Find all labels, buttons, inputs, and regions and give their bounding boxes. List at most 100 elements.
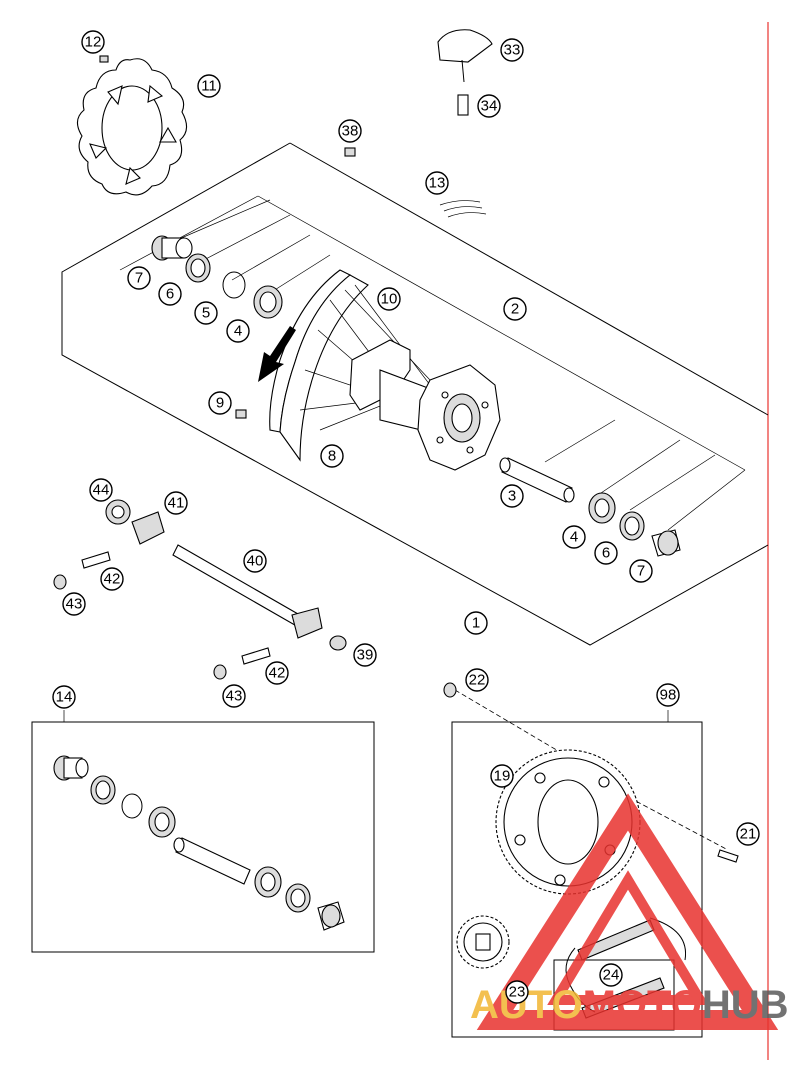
- svg-text:12: 12: [85, 34, 102, 51]
- svg-text:6: 6: [602, 545, 610, 562]
- svg-text:6: 6: [166, 286, 174, 303]
- callout-4-left: 4: [226, 319, 250, 343]
- svg-text:2: 2: [511, 301, 519, 318]
- callout-11: 11: [197, 74, 221, 98]
- callout-6-right: 6: [594, 541, 618, 565]
- axle-nut: [105, 499, 131, 525]
- callout-9: 9: [208, 391, 232, 415]
- watermark-text: AUTOMOTOHUB: [470, 983, 789, 1027]
- spoke-nipples: [439, 200, 487, 218]
- callout-6-left: 6: [158, 282, 182, 306]
- svg-text:7: 7: [637, 563, 645, 580]
- stand-pin: [457, 94, 469, 116]
- callout-38: 38: [338, 119, 362, 143]
- wheel-axle: [172, 544, 323, 639]
- hub-distance-tube: [499, 457, 575, 503]
- callout-10: 10: [377, 287, 401, 311]
- callout-3: 3: [500, 484, 524, 508]
- spoke-nipple-small: [235, 409, 247, 419]
- svg-text:38: 38: [342, 123, 359, 140]
- callout-7-right: 7: [629, 559, 653, 583]
- callout-2: 2: [503, 297, 527, 321]
- brake-disc: [76, 58, 188, 196]
- svg-text:10: 10: [381, 291, 398, 308]
- lock-nut-upper: [53, 574, 67, 590]
- callout-19: 19: [490, 764, 514, 788]
- svg-text:23: 23: [509, 984, 526, 1001]
- svg-text:42: 42: [104, 571, 121, 588]
- callout-42-lower: 42: [265, 661, 289, 685]
- callout-23: 23: [505, 980, 529, 1004]
- svg-text:41: 41: [168, 495, 185, 512]
- disc-screw: [99, 55, 109, 63]
- callout-13: 13: [425, 171, 449, 195]
- callout-41: 41: [164, 491, 188, 515]
- seal-right: [619, 511, 645, 541]
- callout-39: 39: [353, 643, 377, 667]
- svg-text:43: 43: [226, 688, 243, 705]
- wheel-rim: [269, 269, 369, 462]
- front-sprocket: [456, 915, 510, 969]
- svg-text:7: 7: [135, 270, 143, 287]
- svg-text:3: 3: [508, 488, 516, 505]
- svg-text:4: 4: [570, 529, 578, 546]
- callout-12: 12: [81, 30, 105, 54]
- svg-text:44: 44: [93, 482, 110, 499]
- svg-text:22: 22: [469, 672, 486, 689]
- callout-5: 5: [194, 301, 218, 325]
- callout-34: 34: [477, 94, 501, 118]
- svg-text:4: 4: [234, 323, 242, 340]
- svg-text:8: 8: [328, 448, 336, 465]
- svg-text:43: 43: [66, 596, 83, 613]
- svg-text:42: 42: [269, 665, 286, 682]
- automotohub-watermark: AUTOMOTOHUB: [470, 793, 789, 1030]
- wheel-hub: [349, 339, 501, 471]
- watermark-hub: HUB: [702, 983, 789, 1027]
- spacer-right: [651, 529, 681, 557]
- circlip-left: [222, 271, 246, 299]
- callout-14: 14: [52, 685, 76, 709]
- svg-text:34: 34: [481, 98, 498, 115]
- spacer-left: [151, 235, 193, 261]
- callout-98: 98: [656, 683, 680, 707]
- sprocket-bolt: [717, 849, 739, 863]
- callout-1: 1: [464, 611, 488, 635]
- callout-43-upper: 43: [62, 592, 86, 616]
- svg-text:11: 11: [201, 78, 217, 95]
- watermark-moto: MOTO: [583, 983, 702, 1027]
- bearing-kit-box: [31, 710, 375, 953]
- svg-text:1: 1: [472, 615, 480, 632]
- axle-bolt: [329, 635, 347, 651]
- wheel-stand-pad: [437, 29, 493, 83]
- sprocket-nut: [443, 682, 457, 698]
- callout-8: 8: [320, 444, 344, 468]
- adjuster-screw-lower: [241, 647, 271, 665]
- lock-nut-lower: [213, 664, 227, 680]
- bearing-right: [588, 492, 616, 524]
- callout-40: 40: [243, 549, 267, 573]
- callout-42-upper: 42: [100, 567, 124, 591]
- svg-text:40: 40: [247, 553, 264, 570]
- callout-22: 22: [465, 668, 489, 692]
- svg-text:19: 19: [494, 768, 511, 785]
- rotation-direction-arrow: [258, 326, 296, 382]
- callout-43-lower: 43: [222, 684, 246, 708]
- svg-text:5: 5: [202, 305, 210, 322]
- svg-text:98: 98: [660, 687, 677, 704]
- callout-4-right: 4: [562, 525, 586, 549]
- svg-text:21: 21: [740, 826, 757, 843]
- callout-33: 33: [500, 38, 524, 62]
- callout-44: 44: [89, 478, 113, 502]
- svg-text:14: 14: [56, 689, 73, 706]
- callout-7-left: 7: [127, 266, 151, 290]
- adjuster-screw-upper: [81, 551, 111, 569]
- valve-cap: [344, 147, 356, 157]
- sprocket-kit-box: [451, 689, 739, 1038]
- seal-left: [185, 253, 211, 283]
- svg-text:33: 33: [504, 42, 521, 59]
- wheel-assembly-frame: [61, 142, 769, 646]
- svg-text:13: 13: [429, 175, 446, 192]
- svg-text:24: 24: [603, 967, 620, 984]
- chain-adjuster-left: [131, 511, 165, 545]
